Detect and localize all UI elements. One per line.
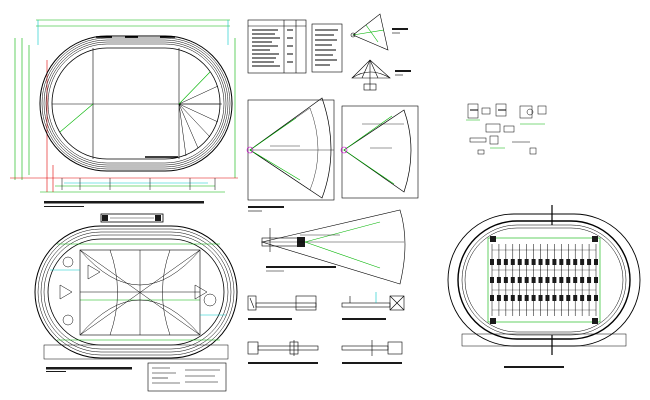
seat-block: [552, 295, 557, 301]
seat-block: [510, 259, 515, 265]
seat-block: [594, 259, 598, 265]
seat-block: [538, 295, 543, 301]
dimension-lines: [14, 19, 236, 193]
seat-block: [490, 295, 494, 301]
seat-block: [490, 259, 494, 265]
seat-block: [517, 295, 522, 301]
throwing-sector-plan-a: [246, 97, 335, 212]
seat-block: [559, 259, 564, 265]
stadium-seating-plan: [447, 205, 641, 368]
seat-block: [566, 277, 571, 283]
throwing-sector-plan-b: [340, 105, 419, 199]
track-lane: [43, 39, 229, 168]
seat-block: [545, 277, 550, 283]
seat-block: [587, 277, 592, 283]
seat-block: [490, 277, 494, 283]
seat-block: [503, 277, 508, 283]
seat-block: [594, 277, 598, 283]
seat-block: [580, 277, 585, 283]
schedule-table: [247, 19, 307, 74]
seating-rows: [490, 244, 598, 316]
section-detail-1: [247, 295, 317, 320]
curve-radials: [178, 85, 222, 157]
seat-block: [566, 259, 571, 265]
seat-block: [545, 259, 550, 265]
corner-markers: [490, 236, 598, 324]
track-lane-inner: [51, 47, 221, 160]
seat-block: [531, 295, 536, 301]
section-detail-2: [341, 292, 405, 320]
seat-block: [594, 295, 598, 301]
seat-block: [573, 295, 578, 301]
track-plan-dimensioned: [10, 19, 238, 207]
lane-marks: [96, 36, 178, 158]
seat-block: [587, 295, 592, 301]
seat-block: [552, 259, 557, 265]
seat-block: [573, 259, 578, 265]
track-lane: [41, 37, 231, 170]
seat-block: [496, 259, 501, 265]
seat-block: [538, 259, 543, 265]
seat-block: [531, 277, 536, 283]
seat-block: [580, 259, 585, 265]
seat-block: [566, 295, 571, 301]
notes-table: [311, 23, 343, 73]
track-lane-outer: [39, 35, 233, 172]
seat-block: [510, 295, 515, 301]
track-lane: [45, 41, 227, 166]
fan-detail-small: [351, 59, 411, 91]
section-detail-3: [247, 340, 319, 364]
section-detail-4: [341, 340, 403, 364]
seat-block: [580, 295, 585, 301]
field-diagonals: [79, 249, 201, 336]
guide-lines: [37, 20, 229, 184]
seat-block: [524, 277, 529, 283]
seat-block: [496, 295, 501, 301]
seat-block: [517, 277, 522, 283]
seat-block: [587, 259, 592, 265]
seat-block: [573, 277, 578, 283]
seat-block: [538, 277, 543, 283]
seat-block: [559, 295, 564, 301]
seat-block: [552, 277, 557, 283]
legend-box: [147, 362, 227, 392]
detail-cluster: [466, 103, 547, 155]
seat-block: [503, 295, 508, 301]
seat-block: [524, 295, 529, 301]
seat-block: [559, 277, 564, 283]
seat-block: [503, 259, 508, 265]
equipment-symbols: [59, 256, 217, 326]
seat-block: [510, 277, 515, 283]
track-field-layout: [34, 213, 238, 392]
javelin-sector-plan: [260, 209, 406, 285]
sector-detail-small: [350, 13, 408, 51]
construction-lines: [10, 60, 238, 192]
table-rows: [252, 29, 293, 67]
seat-block: [545, 295, 550, 301]
seat-block: [531, 259, 536, 265]
track-lane: [47, 43, 225, 164]
seat-block: [517, 259, 522, 265]
seat-block: [496, 277, 501, 283]
seat-block: [524, 259, 529, 265]
